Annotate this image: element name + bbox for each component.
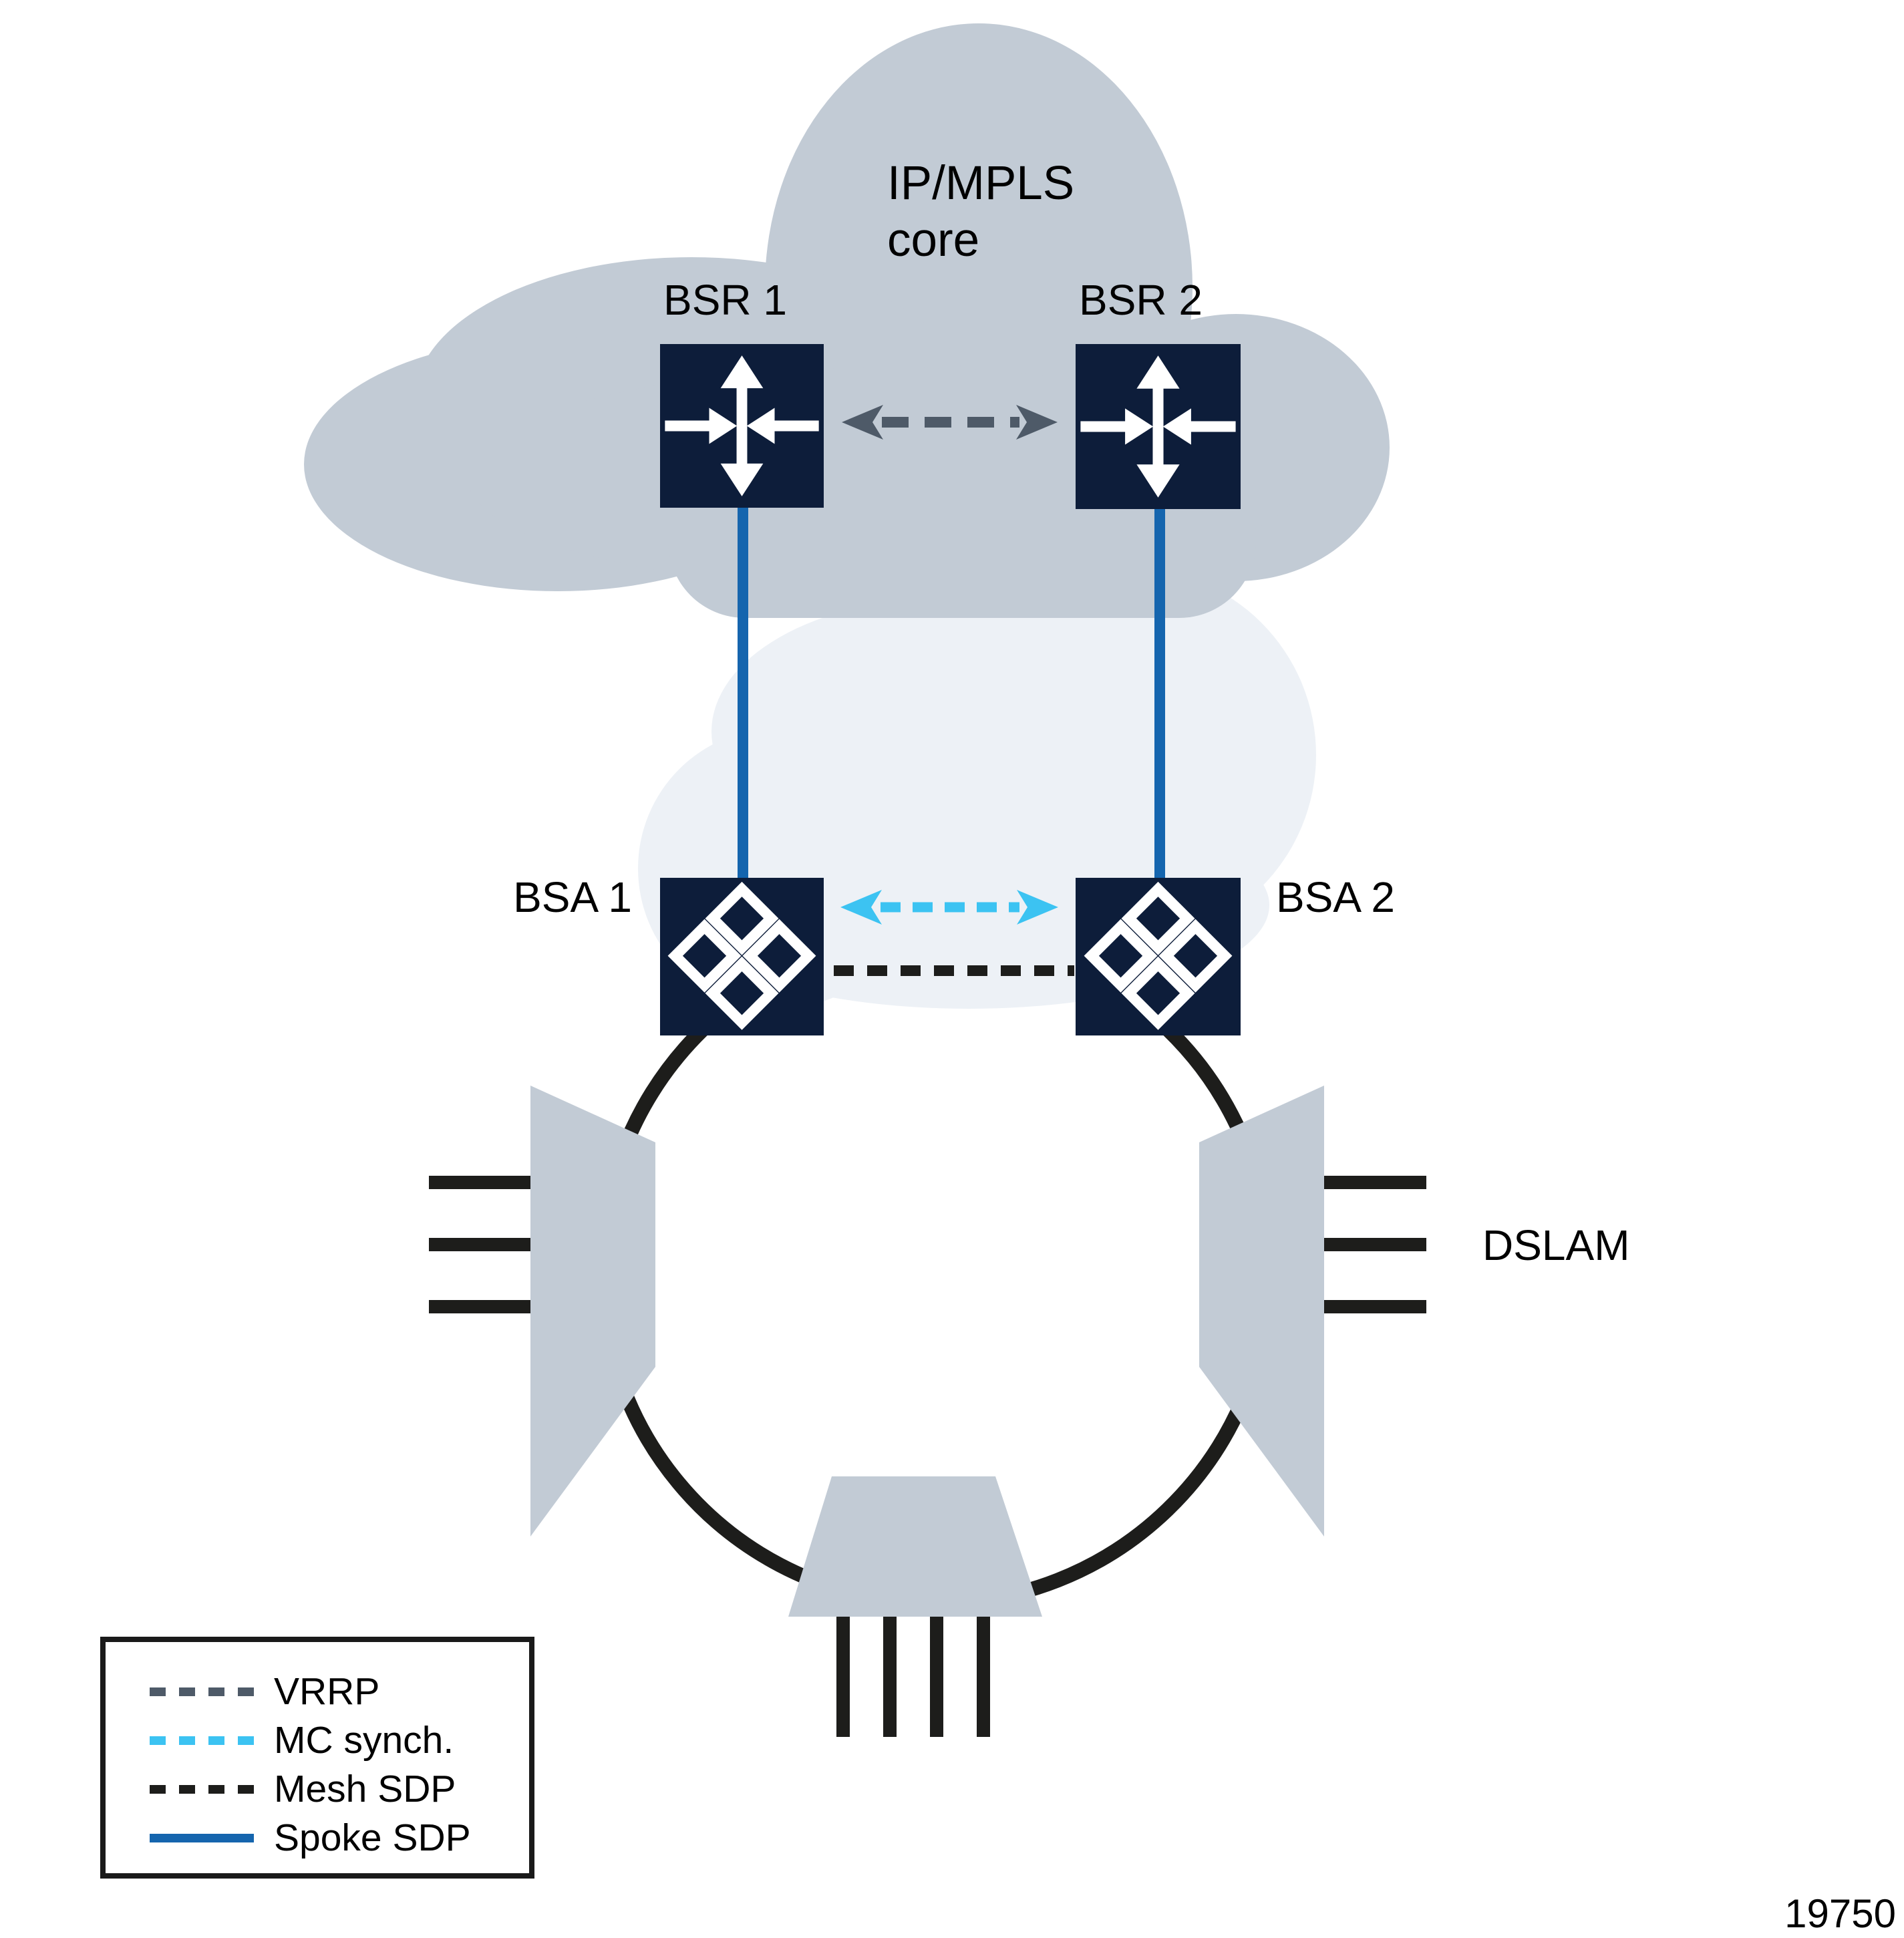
mc-synch-arrowhead-right xyxy=(1017,890,1058,925)
vrrp-dashed-line-swatch xyxy=(150,1687,254,1696)
core-cloud-label: IP/MPLS core xyxy=(887,155,1074,269)
aggregation-switch-icon xyxy=(667,881,816,1030)
bsr1-label: BSR 1 xyxy=(663,276,787,324)
vrrp-arrowhead-right xyxy=(1016,405,1058,440)
legend-row-mc-synch: MC synch. xyxy=(106,1720,529,1760)
router-icon xyxy=(1080,355,1236,498)
dslam-label: DSLAM xyxy=(1482,1221,1630,1269)
core-cloud-label-line1: IP/MPLS xyxy=(887,157,1075,210)
vrrp-arrowhead-left xyxy=(842,405,883,440)
figure-number: 19750 xyxy=(1784,1891,1896,1936)
bsa1-node xyxy=(660,878,824,1035)
legend-row-mesh-sdp: Mesh SDP xyxy=(106,1769,529,1809)
bsa2-node xyxy=(1076,878,1241,1035)
mc-synch-arrowhead-left xyxy=(840,890,882,925)
legend-label: MC synch. xyxy=(274,1719,454,1762)
dslam-right-trapezoid xyxy=(1199,1086,1324,1537)
aggregation-switch-icon xyxy=(1084,881,1233,1030)
core-cloud-label-line2: core xyxy=(887,214,980,267)
legend-label: Mesh SDP xyxy=(274,1768,456,1810)
legend-box: VRRP MC synch. Mesh SDP Spoke SDP xyxy=(100,1637,534,1879)
bsr1-node xyxy=(660,344,824,508)
dslam-left-trapezoid xyxy=(530,1086,655,1537)
spoke-sdp-solid-line-swatch xyxy=(150,1834,254,1842)
bsa1-label: BSA 1 xyxy=(513,873,632,921)
dslam-bottom-trapezoid xyxy=(788,1476,1042,1617)
bsr2-node xyxy=(1076,344,1241,509)
bsr2-label: BSR 2 xyxy=(1079,276,1203,324)
bsa2-label: BSA 2 xyxy=(1276,873,1395,921)
legend-row-spoke-sdp: Spoke SDP xyxy=(106,1818,529,1858)
mesh-sdp-dashed-line-swatch xyxy=(150,1785,254,1794)
legend-label: VRRP xyxy=(274,1670,380,1713)
mc-synch-dashed-line-swatch xyxy=(150,1736,254,1745)
legend-label: Spoke SDP xyxy=(274,1816,471,1859)
legend-row-vrrp: VRRP xyxy=(106,1671,529,1712)
router-icon xyxy=(665,355,819,496)
